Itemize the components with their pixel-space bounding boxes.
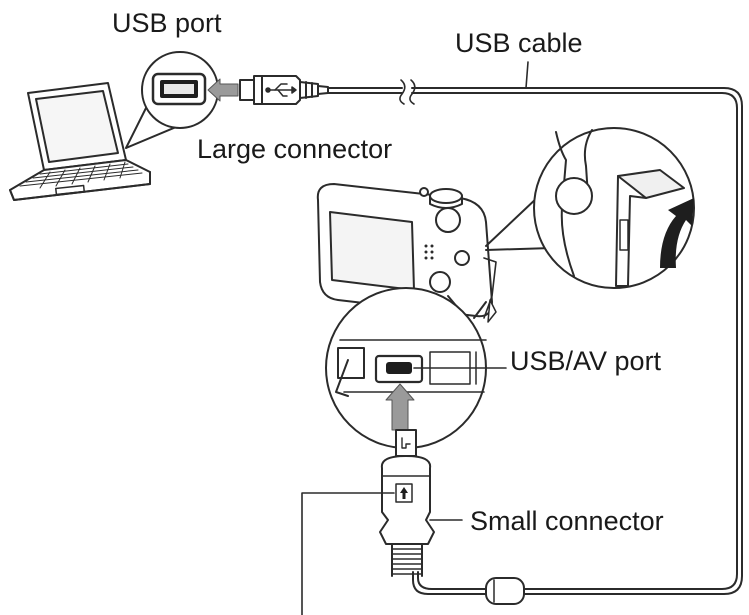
small-connector-label: Small connector (470, 506, 664, 536)
usb-cable-label: USB cable (455, 28, 583, 58)
laptop-icon (9, 82, 151, 201)
insert-up-arrow-icon (385, 383, 415, 431)
arrow-mark-leader (301, 492, 395, 615)
usb-port-zoom (141, 51, 219, 129)
camera-icon (316, 183, 497, 323)
up-arrow-icon (660, 198, 694, 268)
usb-symbol-icon (265, 83, 297, 97)
large-connector-icon (239, 75, 329, 105)
usb-av-port-zoom (325, 287, 507, 449)
usb-port-label: USB port (112, 8, 222, 38)
usb-cable (327, 61, 743, 595)
small-connector-icon (379, 429, 463, 577)
ferrite-core-icon (485, 577, 525, 605)
port-cover-zoom (533, 127, 695, 289)
large-connector-label: Large connector (197, 134, 393, 164)
insert-arrow-icon (207, 78, 239, 102)
usb-av-port-label: USB/AV port (510, 346, 662, 376)
